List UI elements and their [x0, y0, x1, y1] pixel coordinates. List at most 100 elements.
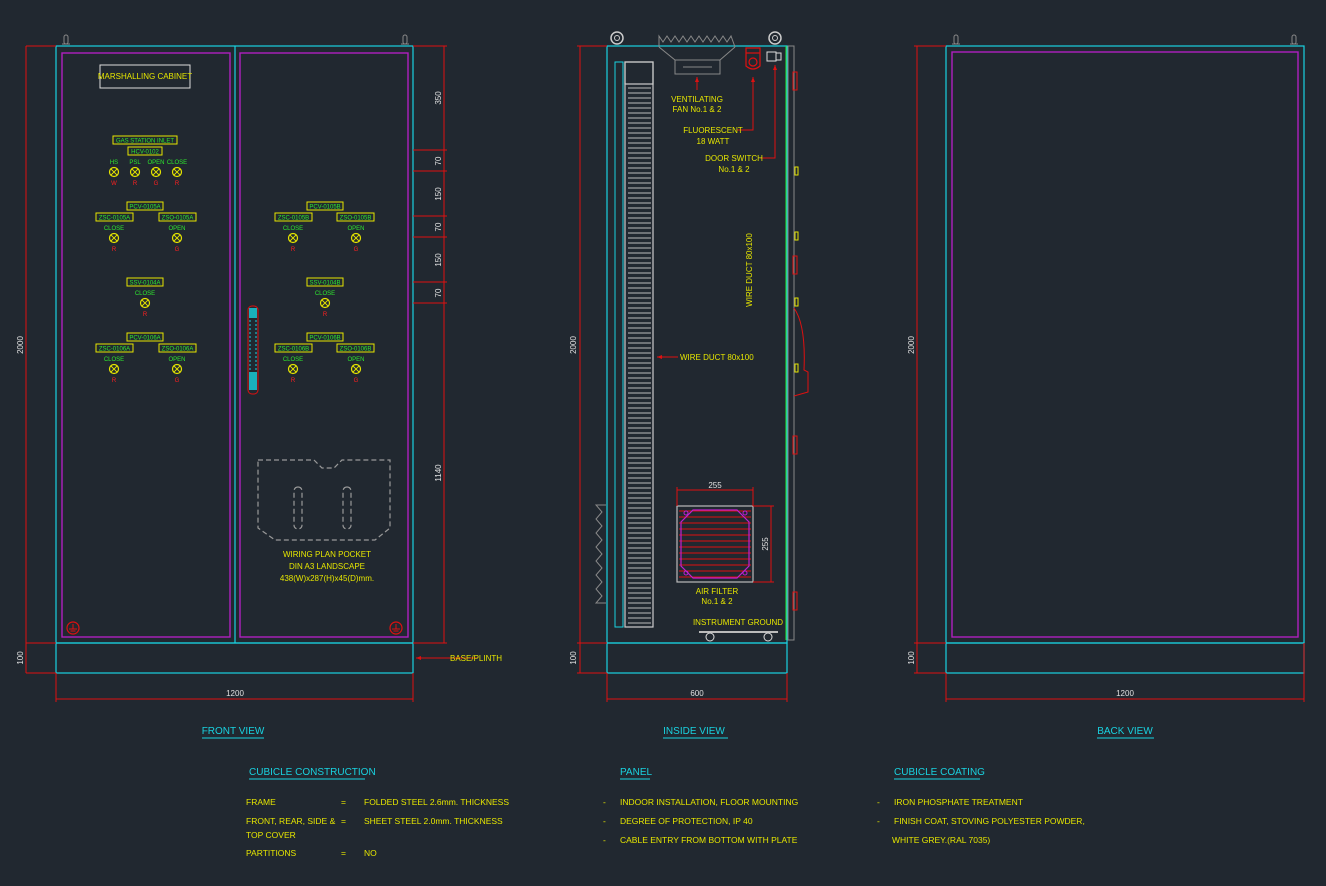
lamp-label: PSL: [129, 160, 141, 166]
spec-item: FRAME: [246, 797, 276, 807]
nameplate: [99, 64, 191, 89]
base-plinth: [945, 642, 1305, 674]
dim-height: 2000: [907, 336, 916, 354]
lamp-color: R: [175, 181, 180, 187]
notes-heading: CUBICLE COATING: [894, 767, 985, 778]
dim-filter-height: 255: [761, 537, 770, 551]
lamp-color: G: [175, 247, 180, 253]
dim-right: 70: [434, 156, 443, 165]
pocket-label: 438(W)x287(H)x45(D)mm.: [280, 574, 374, 583]
switch-tag: ZSC-0105B: [278, 216, 309, 222]
base-plinth: [606, 642, 788, 674]
lamp-color: G: [354, 378, 359, 384]
dim-right: 70: [434, 222, 443, 231]
lamp-color: G: [154, 181, 159, 187]
spec-item: PARTITIONS: [246, 848, 297, 858]
indicator-lamp-icon: [171, 363, 183, 375]
lamp-label: OPEN: [147, 160, 164, 166]
lamp-label: OPEN: [347, 226, 364, 232]
ground-bolt-icon: [763, 632, 773, 642]
left-door: [61, 52, 231, 638]
fan-label: VENTILATING: [671, 95, 723, 104]
lamp-color: G: [175, 378, 180, 384]
panel-item: DEGREE OF PROTECTION, IP 40: [620, 816, 753, 826]
switch-tag: ZSO-0105A: [162, 216, 194, 222]
switch-label: DOOR SWITCH: [705, 154, 763, 163]
ground-label: INSTRUMENT GROUND: [693, 618, 783, 627]
wire-duct-label: WIRE DUCT 80x100: [680, 353, 754, 362]
lamp-label: CLOSE: [283, 226, 303, 232]
lamp-color: R: [133, 181, 138, 187]
view-title: INSIDE VIEW: [663, 726, 725, 737]
spec-eq: =: [341, 848, 346, 858]
lamp-color: R: [143, 312, 148, 318]
light-label: FLUORESCENT: [683, 126, 743, 135]
coating-item: FINISH COAT, STOVING POLYESTER POWDER,: [894, 816, 1085, 826]
valve-group-pcv-0105b: PCV-0105B ZSC-0105B ZSO-0105B CLOSE OPEN…: [274, 201, 375, 253]
indicator-lamp-icon: [287, 363, 299, 375]
switch-tag: ZSC-0106B: [278, 347, 309, 353]
dim-width: 600: [690, 689, 704, 698]
earth-ground-icon: [66, 621, 80, 635]
notes-panel: PANEL - INDOOR INSTALLATION, FLOOR MOUNT…: [603, 767, 798, 845]
front-view: MARSHALLING CABINET GAS STATION INLET HC…: [16, 34, 502, 739]
dim-right: 1140: [434, 464, 443, 482]
filter-label: AIR FILTER: [696, 587, 739, 596]
lamp-label: HS: [110, 160, 118, 166]
lamp-color: R: [112, 378, 117, 384]
earth-ground-icon: [389, 621, 403, 635]
indicator-lamp-icon: [171, 166, 183, 178]
inlet-tag: HCV-0102: [131, 150, 159, 156]
switch-label: No.1 & 2: [718, 165, 750, 174]
indicator-lamp-icon: [171, 232, 183, 244]
switch-tag: ZSC-0105A: [99, 216, 130, 222]
switch-tag: ZSO-0105B: [340, 216, 372, 222]
lamp-label: OPEN: [168, 226, 185, 232]
valve-group-pcv-0105a: PCV-0105A ZSC-0105A ZSO-0105A CLOSE OPEN…: [95, 201, 197, 253]
ventilating-fan-icon: [658, 34, 736, 75]
dim-right: 70: [434, 288, 443, 297]
lamp-color: R: [291, 247, 296, 253]
valve-tag: PCV-0105A: [129, 205, 160, 211]
indicator-lamp-icon: [108, 232, 120, 244]
bullet: -: [877, 797, 880, 807]
lifting-eye-icon: [61, 34, 71, 45]
indicator-lamp-icon: [319, 297, 331, 309]
bullet: -: [603, 797, 606, 807]
lifting-eye-icon: [768, 31, 782, 45]
wire-duct: [624, 61, 654, 628]
valve-tag: SSV-0104B: [309, 281, 340, 287]
wiring-plan-pocket: [257, 459, 391, 541]
lamp-color: G: [354, 247, 359, 253]
inlet-lamps: HS PSL OPEN CLOSE W R G R: [108, 160, 187, 187]
lamp-label: CLOSE: [104, 226, 124, 232]
lamp-label: OPEN: [347, 357, 364, 363]
fluorescent-light-icon: [745, 47, 761, 70]
lamp-label: OPEN: [168, 357, 185, 363]
back-view: 2000 100 1200 BACK VIEW: [907, 34, 1305, 739]
lifting-eye-icon: [400, 34, 410, 45]
lamp-label: CLOSE: [315, 291, 335, 297]
valve-tag: PCV-0105B: [309, 205, 340, 211]
pocket-label: WIRING PLAN POCKET: [283, 550, 371, 559]
filter-label: No.1 & 2: [701, 597, 733, 606]
spec-value: FOLDED STEEL 2.6mm. THICKNESS: [364, 797, 509, 807]
door-handle-icon: [247, 305, 259, 395]
indicator-lamp-icon: [108, 166, 120, 178]
valve-group-pcv-0106b: PCV-0106B ZSC-0106B ZSO-0106B CLOSE OPEN…: [274, 332, 375, 384]
view-title: BACK VIEW: [1097, 726, 1153, 737]
coating-item: IRON PHOSPHATE TREATMENT: [894, 797, 1023, 807]
ground-bolt-icon: [705, 632, 715, 642]
panel-item: CABLE ENTRY FROM BOTTOM WITH PLATE: [620, 835, 798, 845]
lamp-color: R: [323, 312, 328, 318]
lamp-color: R: [291, 378, 296, 384]
lamp-label: CLOSE: [283, 357, 303, 363]
indicator-lamp-icon: [139, 297, 151, 309]
nameplate-text: MARSHALLING CABINET: [98, 72, 192, 81]
valve-group-ssv-0104b: SSV-0104B CLOSE R: [306, 277, 344, 318]
dim-right: 150: [434, 187, 443, 201]
indicator-lamp-icon: [150, 166, 162, 178]
panel-item: INDOOR INSTALLATION, FLOOR MOUNTING: [620, 797, 798, 807]
coating-item: WHITE GREY.(RAL 7035): [892, 835, 990, 845]
